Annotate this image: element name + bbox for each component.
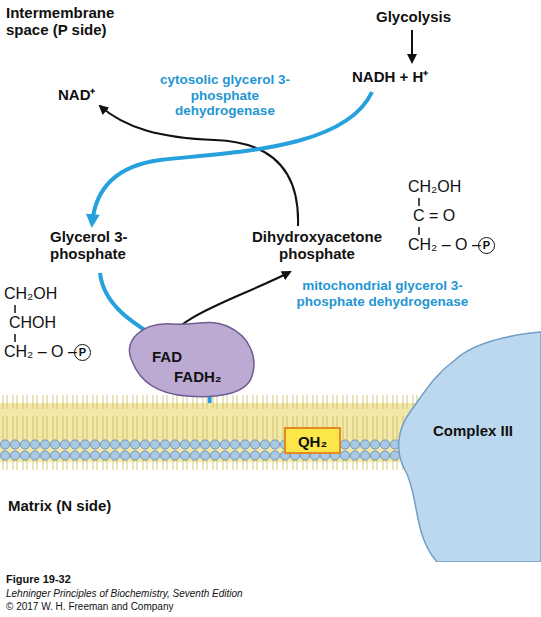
quinol-box: QH₂: [284, 427, 341, 454]
figure-caption: Figure 19-32: [6, 573, 71, 586]
bond: [14, 334, 16, 342]
region-label: Intermembrane space (P side): [6, 4, 136, 39]
enzyme-label: mitochondrial glycerol 3-phosphate dehyd…: [290, 278, 475, 309]
metabolite-label: Glycerol 3-phosphate: [50, 228, 155, 263]
enzyme-shape-outline: [112, 316, 260, 400]
bond: [418, 198, 420, 206]
complex-shape: Complex III: [395, 330, 541, 562]
formula-line: CH₂OH: [4, 285, 57, 303]
bond: [418, 227, 420, 235]
pathway-label: Glycolysis: [376, 8, 451, 25]
metabolite-label: Dihydroxyacetone phosphate: [232, 228, 402, 263]
complex-shape-outline: [395, 330, 541, 562]
formula-line: CH₂ – O –: [4, 343, 77, 361]
phosphate-symbol: P: [74, 344, 91, 361]
cofactor-label: NAD⁺: [58, 86, 96, 103]
formula-line: CH₂OH: [408, 178, 461, 196]
node-text: QH₂: [286, 433, 339, 450]
credit-text: Lehninger Principles of Biochemistry, Se…: [6, 588, 243, 600]
region-label: Matrix (N side): [8, 497, 111, 514]
cofactor-label: NADH + H⁺: [352, 68, 428, 85]
credit-text: © 2017 W. H. Freeman and Company: [6, 601, 173, 613]
node-text: FADH₂: [174, 368, 222, 385]
phosphate-symbol: P: [478, 237, 495, 254]
node-text: FAD: [152, 348, 182, 365]
bond: [14, 305, 16, 313]
enzyme-label: cytosolic glycerol 3-phosphate dehydroge…: [150, 72, 300, 119]
formula-line: CHOH: [9, 314, 56, 332]
node-text: Complex III: [423, 422, 523, 439]
glycolysis-arrow: [411, 30, 413, 62]
formula-line: C = O: [413, 207, 455, 225]
formula-line: CH₂ – O –: [408, 236, 481, 254]
enzyme-shape: FAD FADH₂: [112, 316, 260, 400]
